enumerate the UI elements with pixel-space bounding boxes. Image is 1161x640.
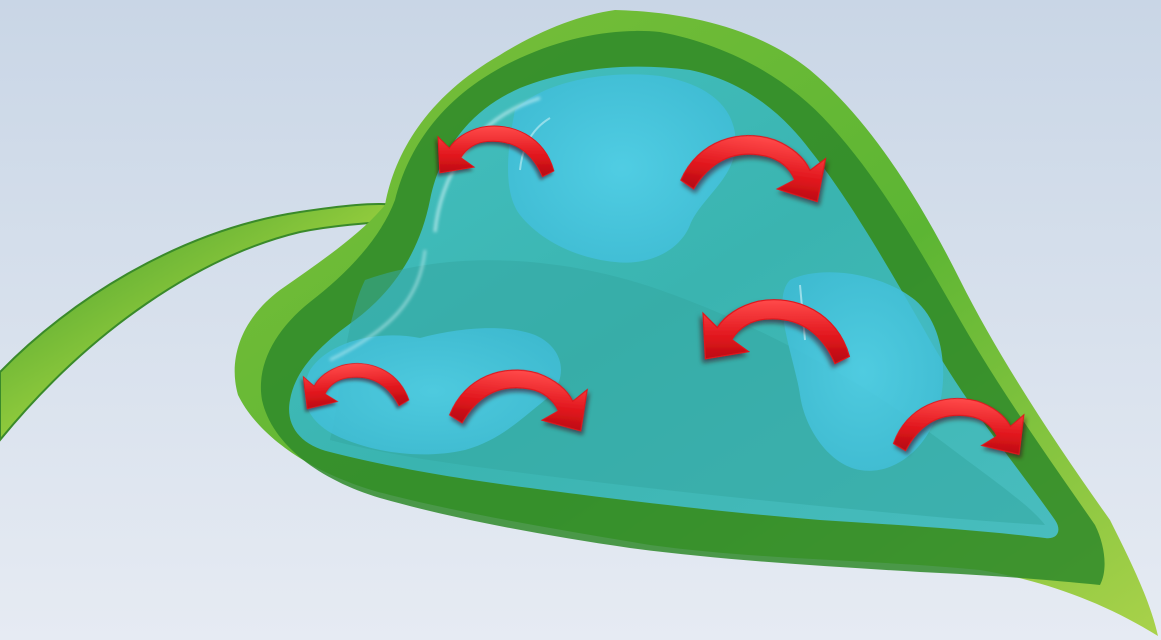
leaf-water-diagram [0, 0, 1161, 640]
illustration-canvas [0, 0, 1161, 640]
